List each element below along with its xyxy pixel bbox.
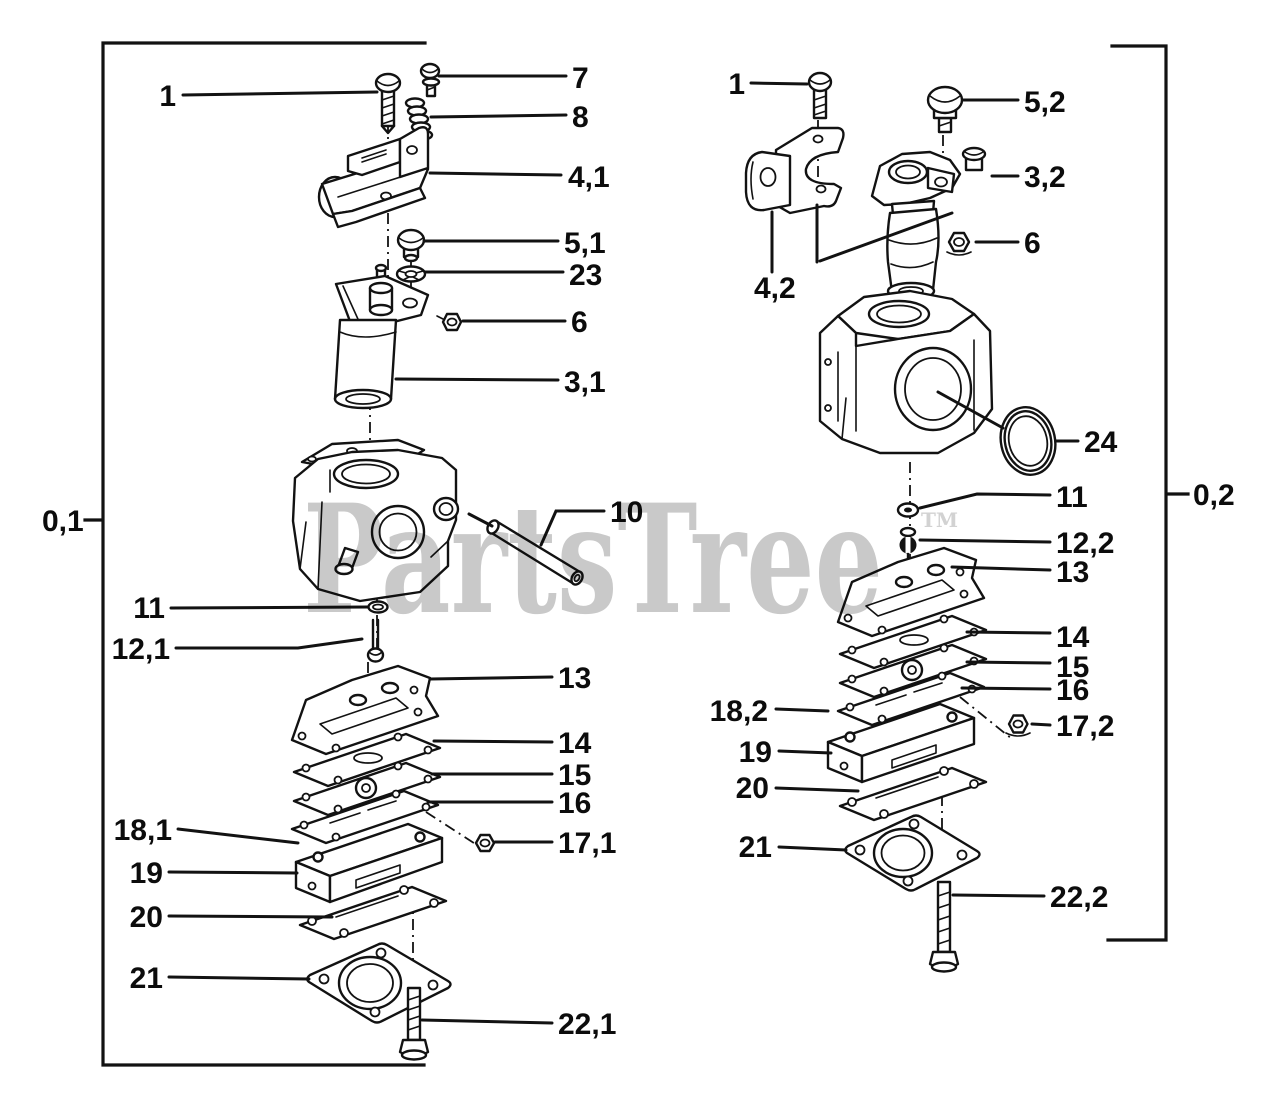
needle-12-1: [366, 618, 385, 663]
callout-right-6: 6: [1024, 227, 1041, 260]
callout-right-19: 19: [739, 736, 772, 769]
callout-right-17-2: 17,2: [1056, 710, 1114, 743]
callout-left-4-1: 4,1: [568, 161, 610, 194]
callout-left-6: 6: [571, 306, 588, 339]
bolt-22-2: [928, 880, 960, 973]
flange-gasket-21-right: [844, 814, 981, 892]
diaphragm-15-left: [292, 761, 442, 817]
right-group-bracket: [1106, 44, 1190, 942]
gasket-plate-14-right: [838, 614, 988, 670]
seal-ring-24: [999, 406, 1057, 476]
callout-right-13: 13: [1056, 556, 1089, 589]
needle-12-2: [899, 526, 917, 562]
throttle-assembly-3-2: [870, 146, 987, 301]
leader-lines-right: [749, 81, 1080, 898]
callout-left-11: 11: [133, 592, 165, 625]
screw-5-2: [926, 85, 964, 134]
washer-23: [395, 265, 427, 283]
carburetor-body-left: [291, 438, 460, 603]
callout-left-22-1: 22,1: [558, 1008, 616, 1041]
o-ring-11-right: [896, 502, 920, 518]
callout-right-3-2: 3,2: [1024, 161, 1066, 194]
callout-right-22-2: 22,2: [1050, 881, 1108, 914]
callout-left-8: 8: [572, 101, 589, 134]
watermark-tm-mark: TM: [921, 508, 958, 532]
callout-right-18-2: 18,2: [710, 695, 768, 728]
nut-6-left: [436, 312, 463, 332]
callout-left-13: 13: [558, 662, 591, 695]
callout-left-3-1: 3,1: [564, 366, 606, 399]
gasket-plate-16-left: [290, 789, 440, 845]
screw-1-left: [374, 72, 402, 135]
callout-left-7: 7: [572, 62, 589, 95]
callout-labels-right: 0,2 1 5,2 3,2 6 4,2 24 11 12,2 13 14 15 …: [710, 68, 1235, 914]
flange-gasket-21-left: [306, 942, 452, 1024]
nut-17-2: [1005, 714, 1031, 737]
bracket-4-2: [744, 126, 845, 215]
gasket-plate-13-right: [836, 546, 986, 638]
callout-left-17-1: 17,1: [558, 827, 616, 860]
callout-left-0-1: 0,1: [42, 505, 84, 538]
callout-right-24: 24: [1084, 426, 1118, 459]
right-assembly: [744, 71, 1057, 973]
callout-left-18-1: 18,1: [114, 814, 172, 847]
callout-left-20: 20: [130, 901, 163, 934]
callout-left-23: 23: [569, 259, 602, 292]
gasket-20-right: [838, 766, 988, 822]
nut-6-right: [946, 231, 972, 256]
callout-right-15: 15: [1056, 651, 1089, 684]
callout-right-11: 11: [1056, 481, 1088, 514]
callout-left-15: 15: [558, 759, 591, 792]
bracket-4-1: [317, 126, 430, 229]
callout-left-10: 10: [610, 496, 643, 529]
bolt-22-1: [398, 986, 430, 1061]
callout-left-1: 1: [159, 80, 176, 113]
callout-right-12-2: 12,2: [1056, 527, 1114, 560]
gasket-20-left: [298, 885, 448, 941]
screw-5-1: [396, 228, 426, 263]
callout-labels-left: 0,1 1 7 8 4,1 5,1 23 6 3,1 10 11 12,1 13…: [42, 62, 643, 1041]
leader-lines-left: [167, 74, 606, 1025]
callout-right-16: 16: [1056, 674, 1089, 707]
callout-left-19: 19: [130, 857, 163, 890]
watermark: PartsTree TM: [303, 472, 958, 648]
callout-right-1: 1: [728, 68, 745, 101]
diaphragm-15-right: [838, 643, 988, 699]
callout-right-5-2: 5,2: [1024, 86, 1066, 119]
left-group-bracket: [83, 41, 427, 1067]
fuel-tube-10: [486, 519, 584, 586]
callout-right-4-2: 4,2: [754, 272, 796, 305]
gasket-plate-14-left: [292, 732, 442, 788]
screw-1-right: [807, 71, 833, 120]
nut-17-1: [474, 833, 496, 853]
callout-left-16: 16: [558, 787, 591, 820]
carburetor-body-right: [818, 289, 994, 455]
pump-body-18-2: [826, 702, 976, 784]
throttle-shaft-3-1: [333, 263, 430, 410]
callout-right-14: 14: [1056, 621, 1090, 654]
callout-right-21: 21: [739, 831, 772, 864]
callout-left-12-1: 12,1: [112, 633, 170, 666]
watermark-text: PartsTree: [303, 472, 883, 648]
pump-body-18-1: [294, 822, 444, 904]
screw-7-left: [419, 62, 441, 98]
callout-left-5-1: 5,1: [564, 227, 606, 260]
callout-left-21: 21: [130, 962, 163, 995]
callout-left-14: 14: [558, 727, 592, 760]
callout-right-0-2: 0,2: [1193, 479, 1235, 512]
left-assembly: [290, 62, 584, 1061]
callout-right-20: 20: [736, 772, 769, 805]
